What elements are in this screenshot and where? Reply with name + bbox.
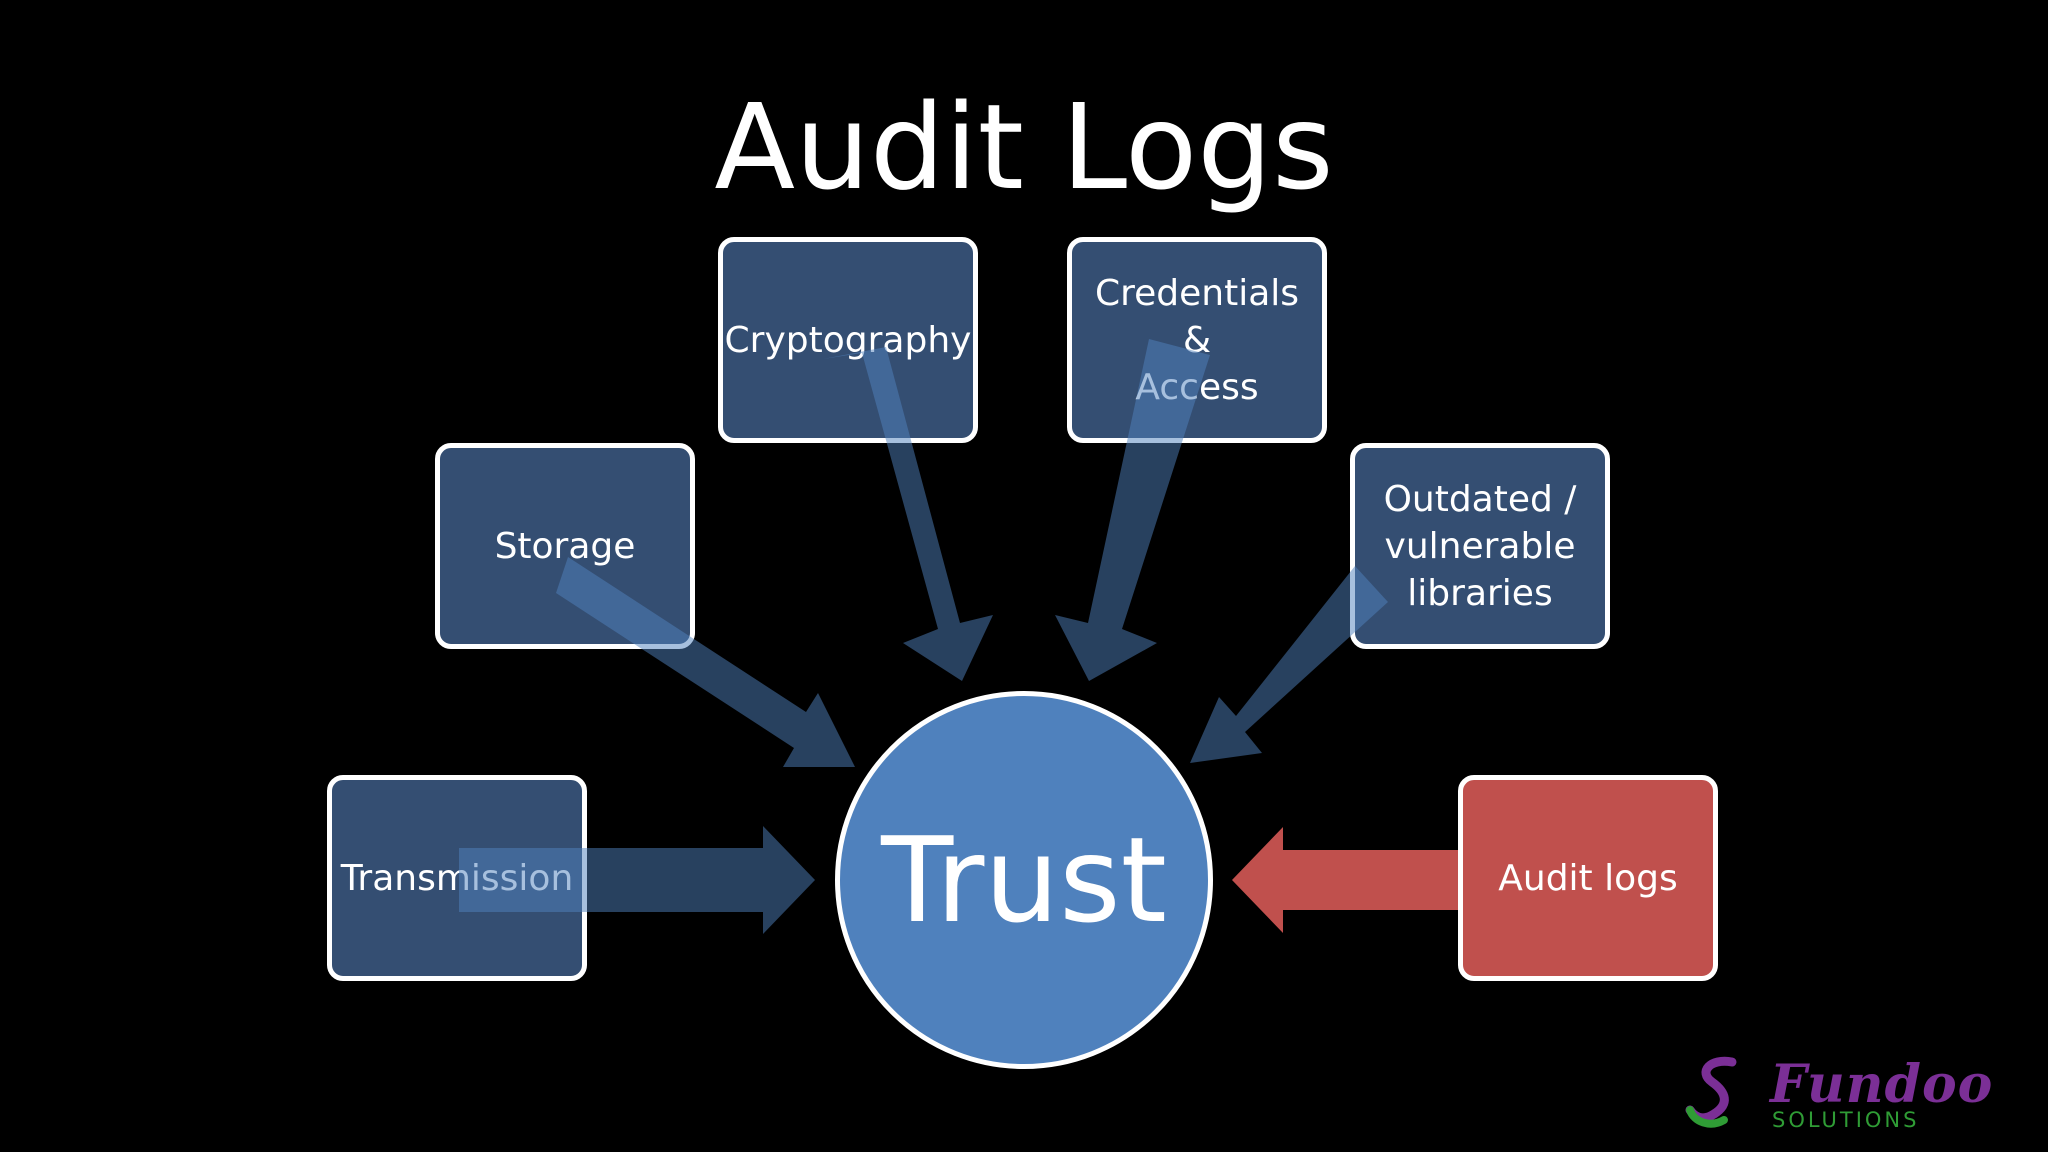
node-transmission[interactable]: Transmission [327, 775, 587, 981]
logo-word: Fundoo [1770, 1054, 1994, 1115]
node-label: Storage [494, 525, 636, 567]
node-label: Audit logs [1498, 857, 1678, 899]
node-credentials-access[interactable]: Credentials & Access [1067, 237, 1327, 443]
node-audit-logs[interactable]: Audit logs [1458, 775, 1718, 981]
trust-label: Trust [881, 811, 1167, 949]
fundoo-logo: Fundoo SOLUTIONS [1680, 1054, 1992, 1134]
node-outdated-libraries[interactable]: Outdated / vulnerable libraries [1350, 443, 1610, 649]
node-cryptography[interactable]: Cryptography [718, 237, 978, 443]
node-label: Transmission [340, 857, 574, 899]
logo-subtitle: SOLUTIONS [1772, 1108, 1920, 1132]
fundoo-swirl-icon [1685, 1056, 1737, 1128]
node-storage[interactable]: Storage [435, 443, 695, 649]
arrow-audit-logs[interactable] [1232, 827, 1458, 933]
node-label: Cryptography [724, 319, 972, 361]
node-label: Outdated / vulnerable libraries [1383, 478, 1577, 614]
slide-title: Audit Logs [714, 78, 1334, 216]
trust-circle: Trust [835, 691, 1213, 1069]
node-label: Credentials & Access [1094, 272, 1300, 408]
